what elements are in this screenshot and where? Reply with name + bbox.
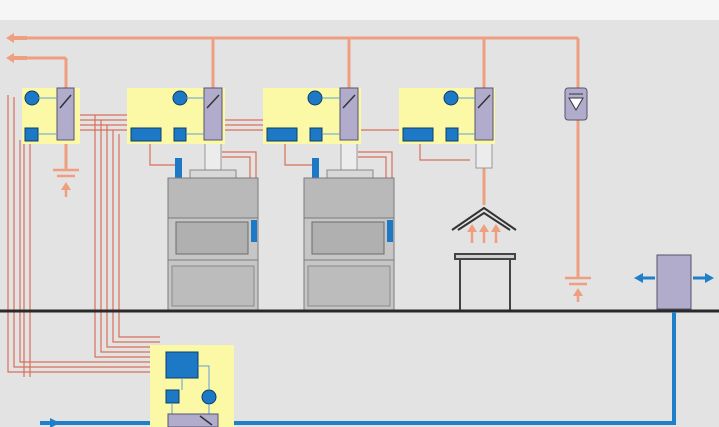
sensor-circle-icon bbox=[307, 90, 323, 106]
pressure-sensor-icon bbox=[564, 87, 588, 121]
arrow-left-icon bbox=[6, 33, 27, 43]
room-controller-4[interactable] bbox=[399, 87, 495, 144]
damper-icon bbox=[167, 413, 219, 427]
supply-diffuser-arrows bbox=[634, 273, 714, 283]
airflow-arrows bbox=[467, 224, 501, 243]
fume-hood-1[interactable] bbox=[167, 158, 259, 311]
exhaust-duct-network bbox=[20, 36, 580, 278]
arrow-right-icon bbox=[693, 273, 714, 283]
sensor-circle-icon bbox=[172, 90, 188, 106]
controller-square-icon bbox=[24, 127, 39, 142]
lab-table bbox=[454, 253, 516, 311]
arrow-up-icon bbox=[479, 224, 489, 243]
fume-hood-2[interactable] bbox=[303, 158, 395, 311]
damper-icon bbox=[56, 87, 75, 141]
room-controller-3[interactable] bbox=[263, 87, 361, 144]
supply-inlet-arrow bbox=[40, 418, 60, 427]
arrow-up-icon bbox=[491, 224, 501, 243]
sash-controller-icon bbox=[387, 220, 393, 242]
controller-square-icon bbox=[165, 351, 199, 379]
controller-square-icon bbox=[130, 127, 162, 142]
controller-square-icon bbox=[309, 127, 323, 142]
controller-square-icon bbox=[402, 127, 434, 142]
top-band bbox=[0, 0, 719, 20]
controller-square-icon bbox=[445, 127, 459, 142]
exhaust-arrows bbox=[6, 33, 27, 63]
sensor-circle-icon bbox=[24, 90, 40, 106]
arrow-right-icon bbox=[50, 418, 60, 427]
sensor-circle-icon bbox=[201, 389, 217, 405]
sensor-circle-icon bbox=[443, 90, 459, 106]
sash-controller-icon bbox=[251, 220, 257, 242]
room-controller-1[interactable] bbox=[22, 87, 80, 144]
exhaust-terminal-right bbox=[565, 276, 591, 302]
damper-icon bbox=[203, 87, 223, 141]
supply-air-line bbox=[52, 312, 676, 425]
damper-icon bbox=[339, 87, 359, 141]
controller-square-icon bbox=[266, 127, 298, 142]
room-controller-2[interactable] bbox=[127, 87, 225, 144]
supply-controller-panel[interactable] bbox=[150, 345, 234, 427]
controller-square-icon bbox=[165, 389, 180, 404]
arrow-left-icon bbox=[6, 53, 27, 63]
arrow-up-icon bbox=[467, 224, 477, 243]
controller-square-icon bbox=[173, 127, 187, 142]
supply-air-unit-icon[interactable] bbox=[656, 254, 692, 310]
canopy-hood-icon bbox=[451, 206, 517, 231]
exhaust-terminal-left bbox=[53, 168, 79, 197]
damper-icon bbox=[474, 87, 494, 141]
arrow-left-icon bbox=[634, 273, 655, 283]
control-wiring bbox=[7, 95, 470, 377]
